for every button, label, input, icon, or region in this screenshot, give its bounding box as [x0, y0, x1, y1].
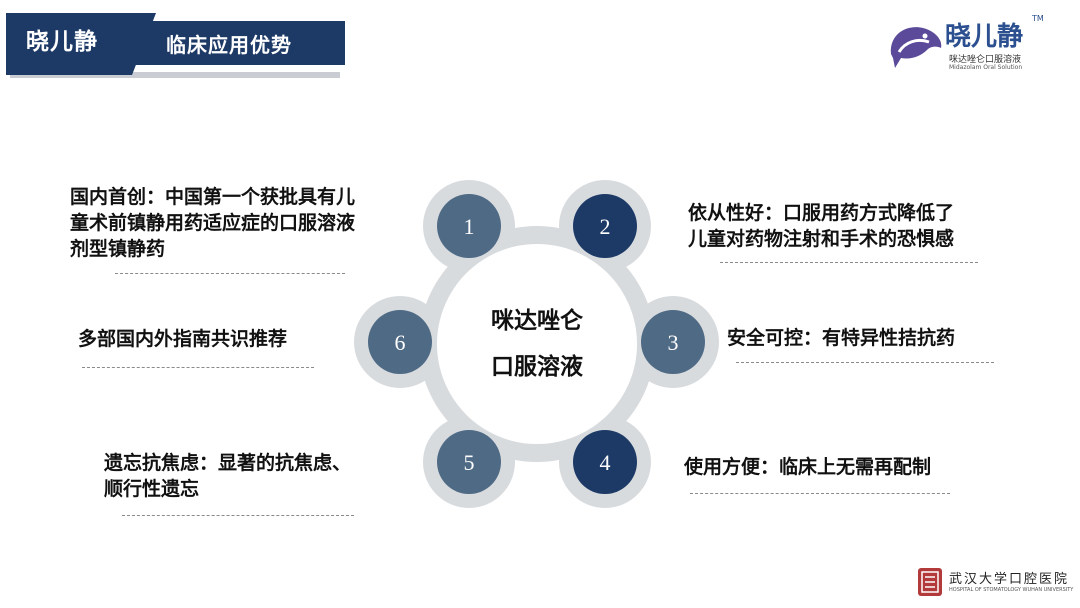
- center-line-1: 咪达唑仑: [491, 307, 584, 334]
- institution-name: 武汉大学口腔医院: [949, 572, 1070, 587]
- logo-subtitle: 咪达唑仑口服溶液: [949, 55, 1022, 65]
- page-title: 临床应用优势: [166, 33, 292, 57]
- benefit-5-line-1: 遗忘抗焦虑：显著的抗焦虑、: [104, 452, 352, 474]
- benefit-1-text: 国内首创：中国第一个获批具有儿 童术前镇静用药适应症的口服溶液 剂型镇静药: [70, 184, 355, 262]
- header-title-block: [120, 21, 345, 65]
- benefit-4-text: 使用方便：临床上无需再配制: [684, 454, 931, 480]
- node-3: 3: [641, 310, 705, 374]
- benefit-1-line-2: 童术前镇静用药适应症的口服溶液: [70, 212, 356, 234]
- hospital-seal-icon: [918, 568, 942, 596]
- dolphin-logo-icon: [890, 27, 942, 69]
- benefit-3-text: 安全可控：有特异性拮抗药: [727, 325, 955, 351]
- benefit-2-line-1: 依从性好：口服用药方式降低了: [688, 202, 955, 224]
- benefit-4-underline: [690, 493, 950, 494]
- ring-center: [437, 244, 637, 444]
- node-5-label: 5: [464, 450, 475, 475]
- center-line-2: 口服溶液: [491, 353, 583, 380]
- logo-english: Midazolam Oral Solution: [949, 64, 1023, 71]
- node-2: 2: [573, 194, 637, 258]
- institution-logo: 武汉大学口腔医院 HOSPITAL OF STOMATOLOGY WUHAN U…: [917, 566, 1077, 600]
- benefit-1-underline: [115, 273, 345, 274]
- node-4: 4: [573, 430, 637, 494]
- node-6: 6: [368, 310, 432, 374]
- benefit-5-underline: [122, 515, 354, 516]
- benefit-3-underline: [736, 362, 994, 363]
- benefit-4-line-1: 使用方便：临床上无需再配制: [684, 456, 932, 478]
- benefit-6-text: 多部国内外指南共识推荐: [78, 326, 287, 352]
- benefit-2-underline: [720, 262, 978, 263]
- node-1-label: 1: [464, 214, 475, 239]
- node-3-label: 3: [668, 330, 679, 355]
- benefit-2-text: 依从性好：口服用药方式降低了 儿童对药物注射和手术的恐惧感: [688, 200, 954, 252]
- header-shadow: [10, 72, 340, 78]
- header-brand: 晓儿静: [26, 29, 98, 55]
- node-4-label: 4: [600, 450, 611, 475]
- node-2-label: 2: [600, 214, 611, 239]
- benefit-3-line-1: 安全可控：有特异性拮抗药: [727, 327, 956, 349]
- node-1: 1: [437, 194, 501, 258]
- logo-trademark: TM: [1032, 14, 1044, 23]
- benefit-6-underline: [82, 367, 314, 368]
- benefit-6-line-1: 多部国内外指南共识推荐: [78, 328, 288, 350]
- benefit-5-line-2: 顺行性遗忘: [104, 478, 200, 500]
- benefit-1-line-1: 国内首创：中国第一个获批具有儿: [70, 186, 356, 208]
- node-5: 5: [437, 430, 501, 494]
- benefit-1-line-3: 剂型镇静药: [70, 238, 166, 260]
- node-6-label: 6: [395, 330, 406, 355]
- logo-brand-text: 晓儿静: [945, 22, 1024, 52]
- benefit-2-line-2: 儿童对药物注射和手术的恐惧感: [688, 228, 955, 250]
- benefit-5-text: 遗忘抗焦虑：显著的抗焦虑、 顺行性遗忘: [104, 450, 351, 502]
- institution-english: HOSPITAL OF STOMATOLOGY WUHAN UNIVERSITY: [949, 587, 1074, 593]
- product-logo: 晓儿静 TM 咪达唑仑口服溶液 Midazolam Oral Solution: [885, 14, 1065, 76]
